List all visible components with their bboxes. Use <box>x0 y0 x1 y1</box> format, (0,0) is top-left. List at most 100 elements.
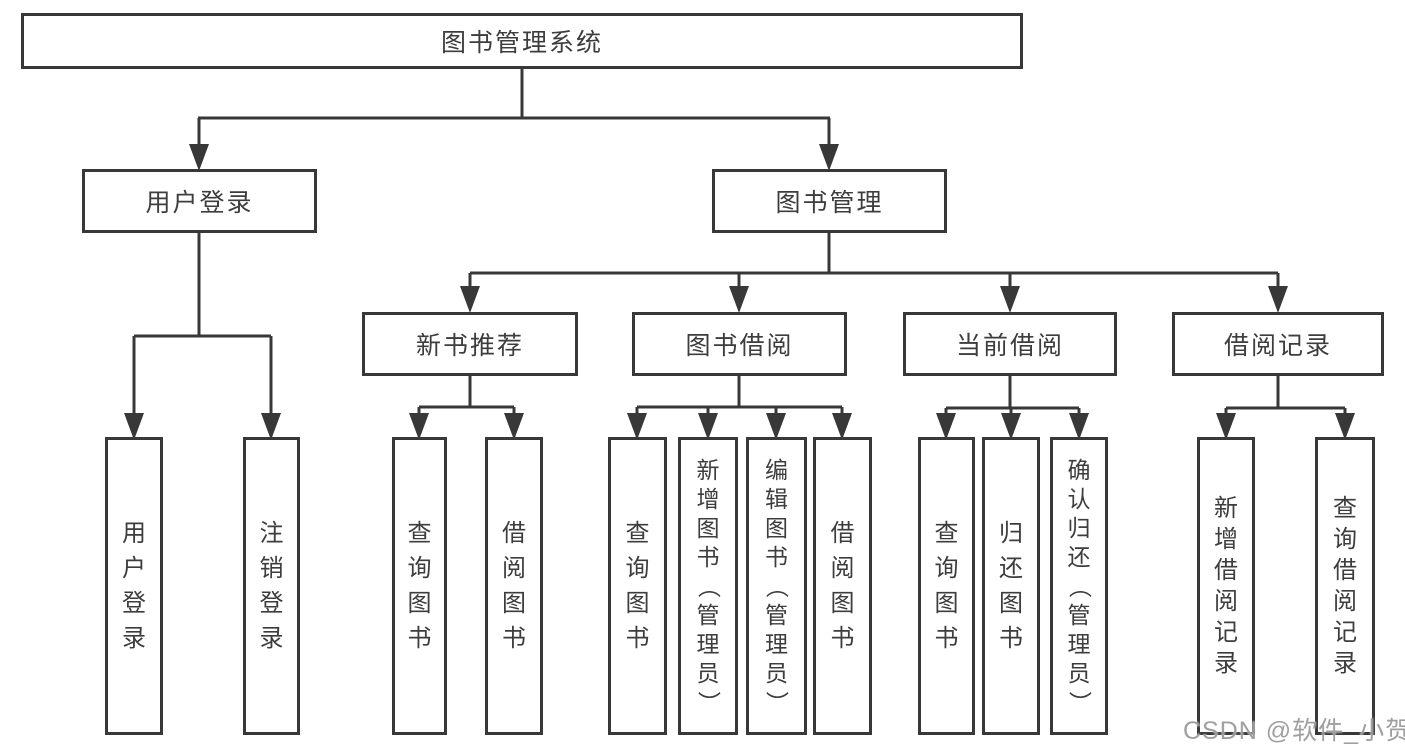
vertical-char: 记 <box>1214 618 1238 646</box>
vertical-char: 新 <box>696 456 720 483</box>
arrow-icon <box>729 286 749 313</box>
vertical-char: 管 <box>696 601 720 628</box>
node-user-login: 用户登录 <box>82 169 317 233</box>
vertical-paren: ） <box>1066 690 1093 714</box>
leaf-query-books-current: 查询图书 <box>918 437 975 735</box>
vertical-char: 录 <box>259 624 284 652</box>
vertical-char: 员 <box>765 659 788 686</box>
vertical-paren: ） <box>764 690 790 714</box>
vertical-char: 增 <box>696 485 720 512</box>
vertical-paren: （ <box>695 574 722 598</box>
vertical-char: 编 <box>765 456 788 483</box>
vertical-char: 书 <box>696 543 720 570</box>
node-book-borrowing: 图书借阅 <box>632 312 847 376</box>
node-book-management: 图书管理 <box>712 169 947 233</box>
vertical-paren: （ <box>1066 574 1093 598</box>
arrow-icon <box>832 413 852 440</box>
vertical-char: 录 <box>1214 649 1238 677</box>
vertical-char: 销 <box>259 554 284 582</box>
vertical-paren: ） <box>695 690 722 714</box>
vertical-char: 询 <box>407 554 432 582</box>
arrow-icon <box>936 413 956 440</box>
leaf-confirm-return-admin: 确认归还（管理员） <box>1050 437 1108 735</box>
vertical-char: 书 <box>625 624 650 652</box>
arrow-icon <box>1069 413 1089 440</box>
vertical-char: 登 <box>122 589 146 617</box>
arrow-icon <box>409 413 429 440</box>
vertical-char: 理 <box>1067 630 1091 657</box>
node-current-borrowing: 当前借阅 <box>903 312 1117 376</box>
leaf-logout: 注销登录 <box>243 437 300 735</box>
vertical-char: 查 <box>407 519 432 547</box>
vertical-char: 查 <box>934 519 959 547</box>
vertical-char: 管 <box>1067 601 1091 628</box>
arrow-icon <box>1268 286 1288 313</box>
vertical-char: 新 <box>1214 494 1238 522</box>
node-new-book-recommend: 新书推荐 <box>362 312 578 376</box>
vertical-char: 书 <box>934 624 959 652</box>
leaf-borrow-books-borrowing: 借阅图书 <box>813 437 872 735</box>
vertical-char: 员 <box>696 659 720 686</box>
vertical-char: 理 <box>765 630 788 657</box>
vertical-char: 阅 <box>830 554 855 582</box>
vertical-char: 书 <box>502 624 526 652</box>
vertical-char: 图 <box>765 514 788 541</box>
leaf-user-login: 用户登录 <box>105 437 163 735</box>
vertical-char: 书 <box>765 543 788 570</box>
vertical-char: 书 <box>830 624 855 652</box>
arrow-icon <box>819 144 839 171</box>
arrow-icon <box>504 413 524 440</box>
vertical-char: 阅 <box>1214 587 1238 615</box>
arrow-icon <box>1001 413 1021 440</box>
arrowheads <box>124 144 1355 440</box>
vertical-char: 图 <box>625 589 650 617</box>
vertical-char: 归 <box>1067 514 1091 541</box>
vertical-char: 借 <box>502 519 526 547</box>
vertical-char: 登 <box>259 589 284 617</box>
vertical-char: 图 <box>934 589 959 617</box>
vertical-char: 借 <box>1333 556 1357 584</box>
node-library-system: 图书管理系统 <box>21 13 1023 69</box>
vertical-char: 确 <box>1067 456 1091 483</box>
vertical-char: 认 <box>1067 485 1091 512</box>
vertical-char: 查 <box>625 519 650 547</box>
vertical-char: 录 <box>1333 649 1357 677</box>
arrow-icon <box>1216 413 1236 440</box>
node-borrowing-records: 借阅记录 <box>1172 312 1384 376</box>
vertical-char: 阅 <box>502 554 526 582</box>
vertical-char: 户 <box>122 554 146 582</box>
leaf-add-books-admin: 新增图书（管理员） <box>678 437 738 735</box>
arrow-icon <box>189 144 209 171</box>
vertical-char: 归 <box>999 519 1023 547</box>
vertical-char: 管 <box>765 601 788 628</box>
vertical-char: 询 <box>1333 525 1357 553</box>
vertical-char: 辑 <box>765 485 788 512</box>
leaf-return-books: 归还图书 <box>982 437 1040 735</box>
vertical-char: 注 <box>259 519 284 547</box>
vertical-char: 询 <box>625 554 650 582</box>
leaf-borrow-books-recommend: 借阅图书 <box>485 437 543 735</box>
vertical-char: 查 <box>1333 494 1357 522</box>
vertical-char: 书 <box>407 624 432 652</box>
vertical-char: 图 <box>830 589 855 617</box>
watermark: CSDN @软件_小贺同学 <box>1183 717 1405 745</box>
vertical-char: 还 <box>1067 543 1091 570</box>
connector-path <box>132 69 1347 418</box>
vertical-char: 图 <box>696 514 720 541</box>
vertical-char: 书 <box>999 624 1023 652</box>
arrow-icon <box>1335 413 1355 440</box>
vertical-char: 增 <box>1214 525 1238 553</box>
vertical-char: 借 <box>830 519 855 547</box>
vertical-char: 用 <box>122 519 146 547</box>
vertical-char: 记 <box>1333 618 1357 646</box>
vertical-char: 图 <box>407 589 432 617</box>
arrow-icon <box>124 413 144 440</box>
leaf-query-borrow-record: 查询借阅记录 <box>1315 437 1375 735</box>
vertical-char: 图 <box>999 589 1023 617</box>
vertical-char: 阅 <box>1333 587 1357 615</box>
vertical-char: 图 <box>502 589 526 617</box>
arrow-icon <box>460 286 480 313</box>
arrow-icon <box>261 413 281 440</box>
arrow-icon <box>766 413 786 440</box>
